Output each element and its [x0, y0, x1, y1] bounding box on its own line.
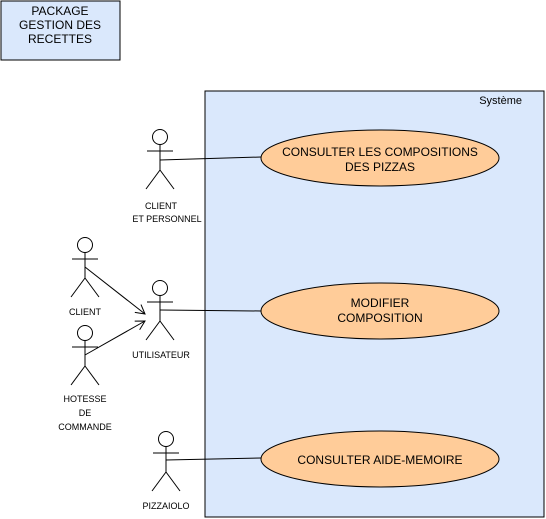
- usecase-consulter-aide-memoire[interactable]: CONSULTER AIDE-MEMOIRE: [260, 430, 500, 488]
- usecase-label-line-2: DES PIZZAS: [345, 160, 415, 174]
- actor-pizzaiolo[interactable]: PIZZAIOLO: [142, 431, 190, 512]
- actor-label-line-3: COMMANDE: [58, 422, 112, 432]
- usecase-label-line-2: COMPOSITION: [337, 311, 422, 325]
- usecase-ellipse: [260, 430, 500, 488]
- package-note: PACKAGE GESTION DES RECETTES: [0, 0, 121, 61]
- package-label-line-1: PACKAGE: [31, 4, 88, 18]
- stick-figure-icon: [70, 237, 100, 298]
- stick-figure-icon: [145, 280, 175, 341]
- actor-label: UTILISATEUR: [132, 350, 190, 360]
- usecase-modifier-composition[interactable]: MODIFIER COMPOSITION: [260, 282, 500, 340]
- usecase-label: CONSULTER AIDE-MEMOIRE: [297, 453, 462, 467]
- actor-client-personnel[interactable]: CLIENT ET PERSONNEL: [132, 129, 202, 225]
- stick-figure-icon: [70, 325, 100, 386]
- association-utilisateur-modifier: [159, 309, 262, 312]
- actor-hotesse-de-commande[interactable]: HOTESSE DE COMMANDE: [58, 325, 112, 433]
- association-client-personnel-consulter: [159, 156, 262, 161]
- stick-figure-icon: [145, 129, 175, 190]
- actor-label-line-1: CLIENT: [145, 201, 178, 211]
- usecase-label-line-1: MODIFIER: [351, 296, 410, 310]
- actor-client[interactable]: CLIENT: [69, 237, 102, 318]
- actor-label: CLIENT: [69, 307, 102, 317]
- generalization-client-to-utilisateur: [84, 266, 146, 315]
- usecase-ellipse: [260, 129, 500, 187]
- stick-figure-icon: [151, 431, 181, 492]
- actor-label-line-1: HOTESSE: [63, 394, 106, 404]
- actor-label-line-2: ET PERSONNEL: [132, 214, 201, 224]
- usecase-ellipse: [260, 282, 500, 340]
- actor-label-line-2: DE: [79, 408, 92, 418]
- association-pizzaiolo-aide-memoire: [165, 457, 262, 461]
- package-label-line-2: GESTION DES: [19, 18, 101, 32]
- usecase-label-line-1: CONSULTER LES COMPOSITIONS: [282, 145, 478, 159]
- package-label-line-3: RECETTES: [28, 32, 92, 46]
- generalization-hotesse-to-utilisateur: [84, 320, 146, 356]
- system-label: Système: [479, 95, 522, 107]
- package-box: [0, 0, 121, 61]
- usecase-consulter-compositions[interactable]: CONSULTER LES COMPOSITIONS DES PIZZAS: [260, 129, 500, 187]
- actor-utilisateur[interactable]: UTILISATEUR: [132, 280, 190, 361]
- actor-label: PIZZAIOLO: [142, 501, 189, 511]
